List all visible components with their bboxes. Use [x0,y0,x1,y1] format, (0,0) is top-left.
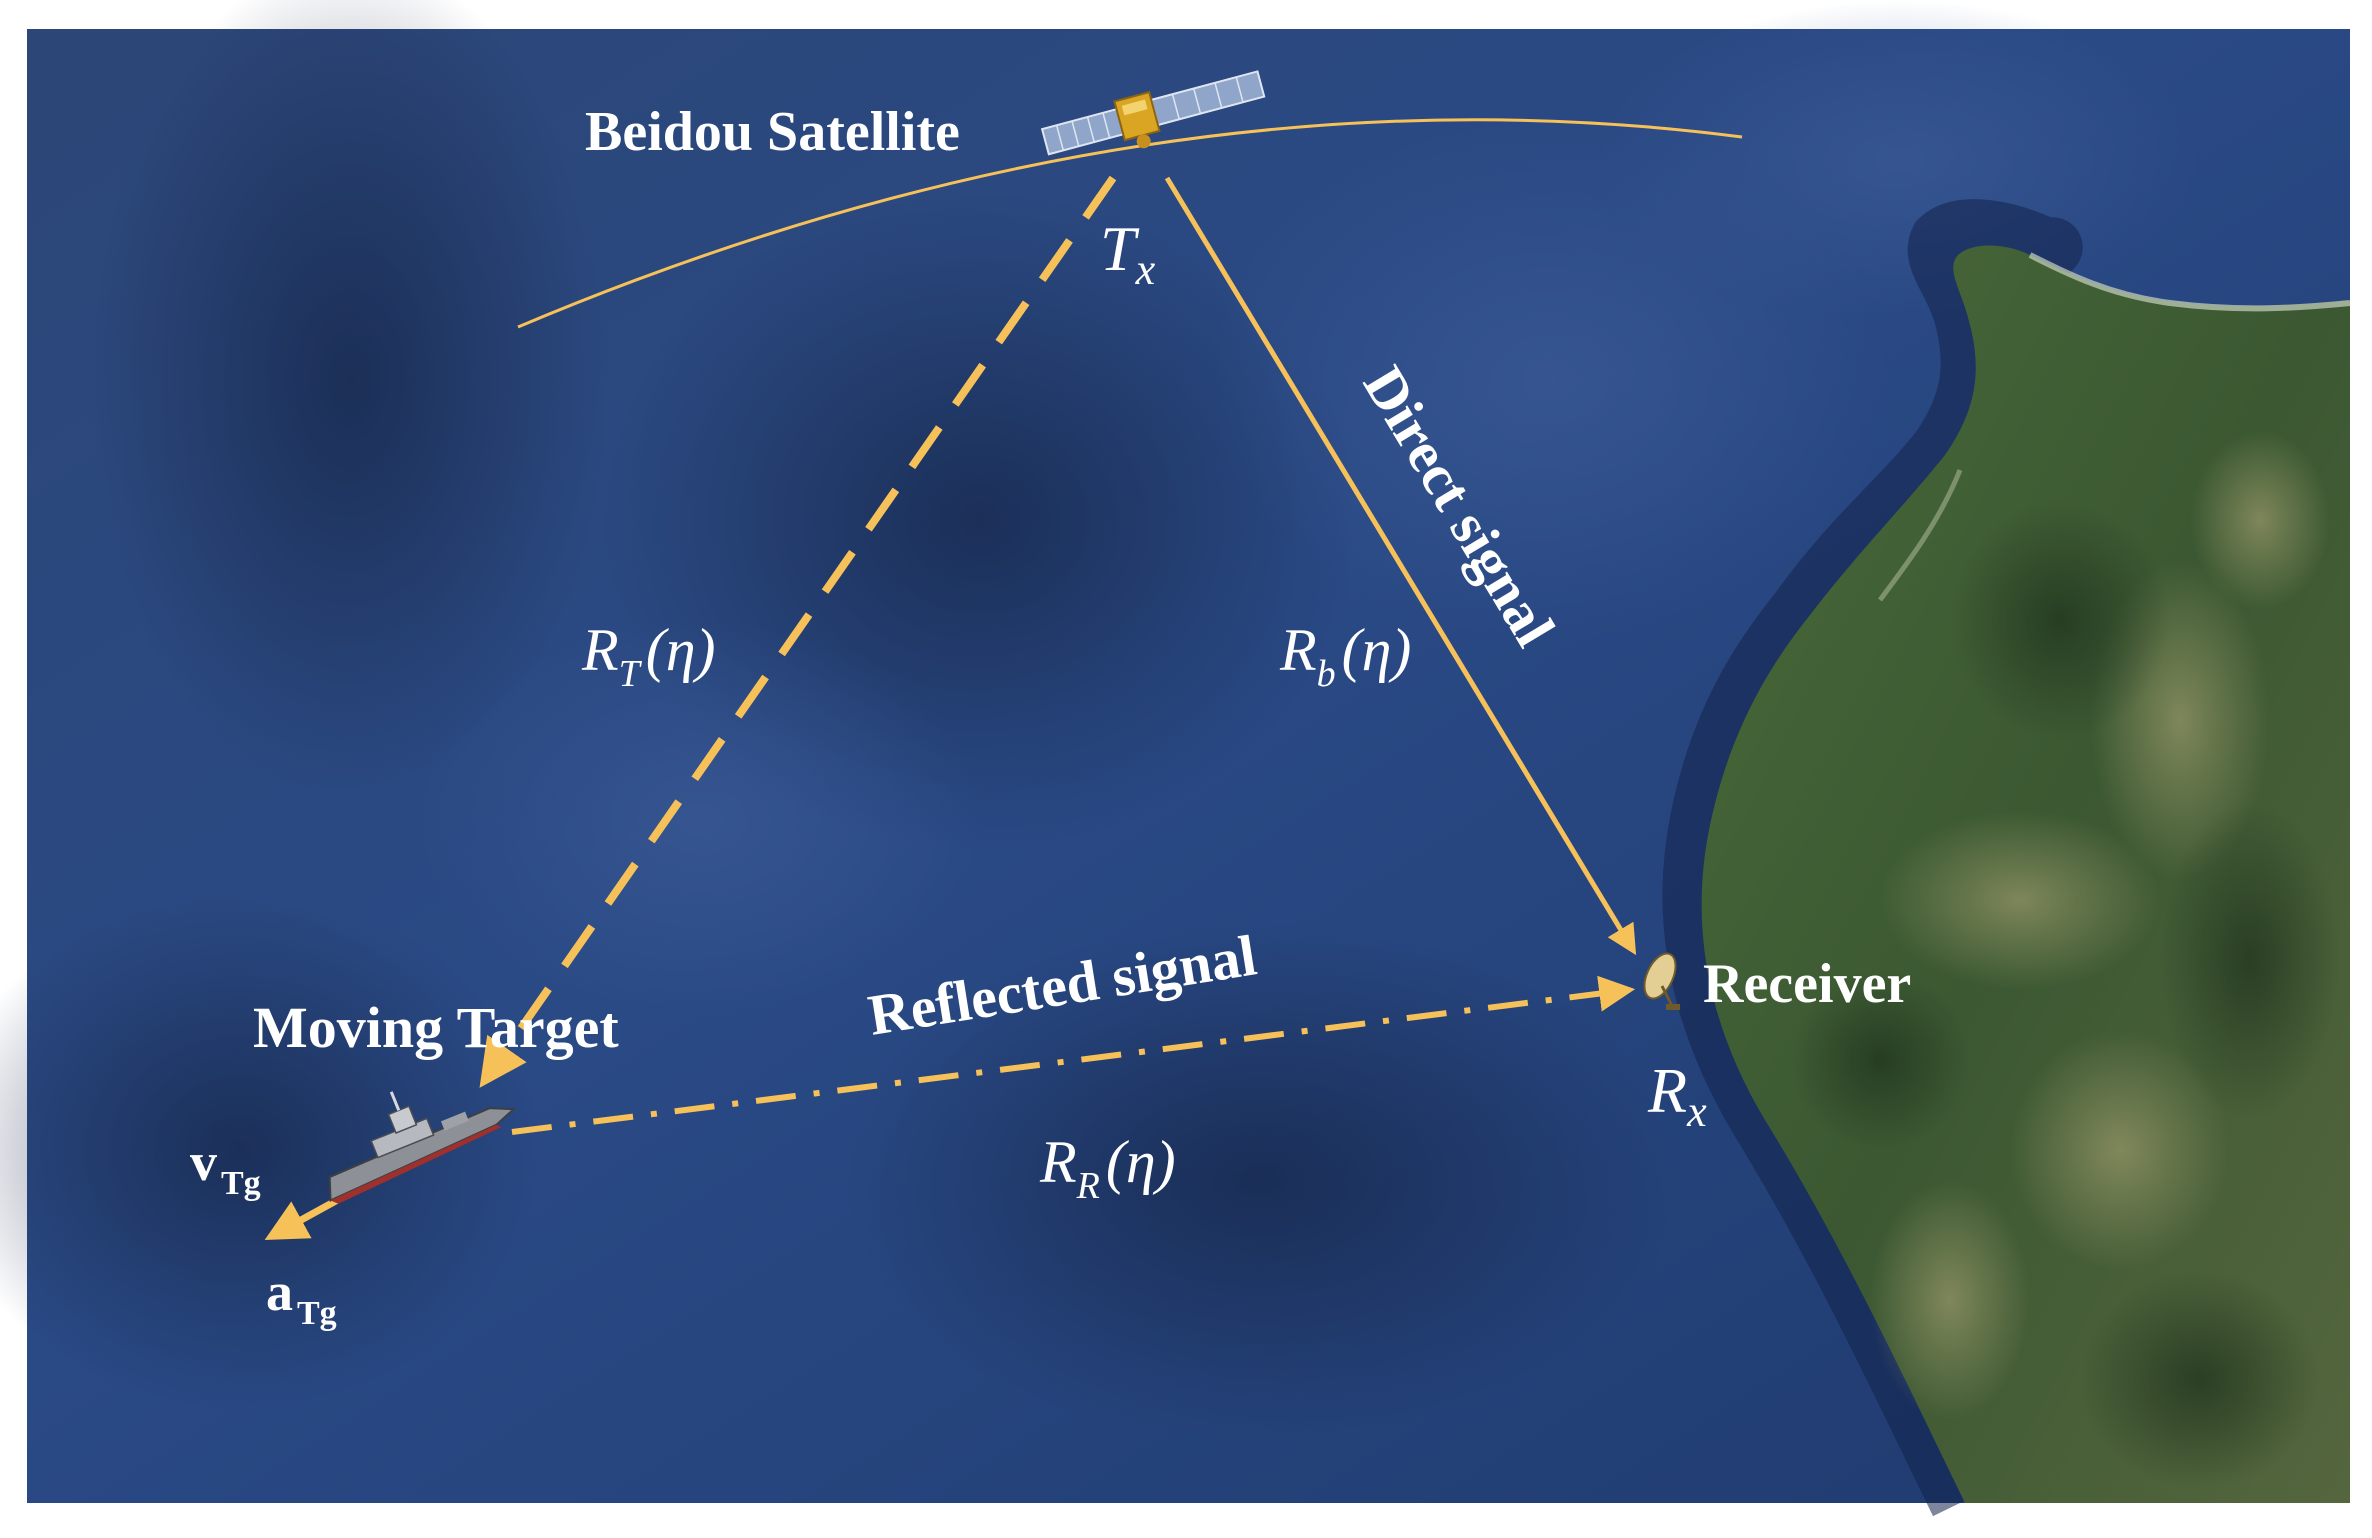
range-receiver-target-label: RR(η) [1039,1129,1176,1207]
range-transmitter-target-label: RT(η) [581,617,716,695]
receiver-symbol-main: R [1647,1055,1687,1126]
receiver-name-label: Receiver [1703,953,1911,1015]
transmitter-symbol-main: T [1100,213,1140,284]
reflected-signal-path [511,975,1636,1135]
transmitter-target-path [479,175,1117,1088]
range-baseline-label: Rb(η) [1279,617,1411,695]
satellite-icon [1040,70,1266,156]
receiver-symbol-sub: x [1686,1087,1707,1136]
satellite-name-label: Beidou Satellite [585,101,960,163]
transmitter-symbol-sub: x [1135,245,1156,294]
satellite-imagery-background [0,0,2351,1517]
transmitter-symbol: Tx [1100,213,1156,294]
receiver-symbol: Rx [1647,1055,1707,1136]
direct-signal-path [1164,176,1637,956]
ship-icon [328,1091,517,1204]
moving-target-label: Moving Target [253,995,619,1060]
dish-antenna-icon [1643,952,1680,1010]
